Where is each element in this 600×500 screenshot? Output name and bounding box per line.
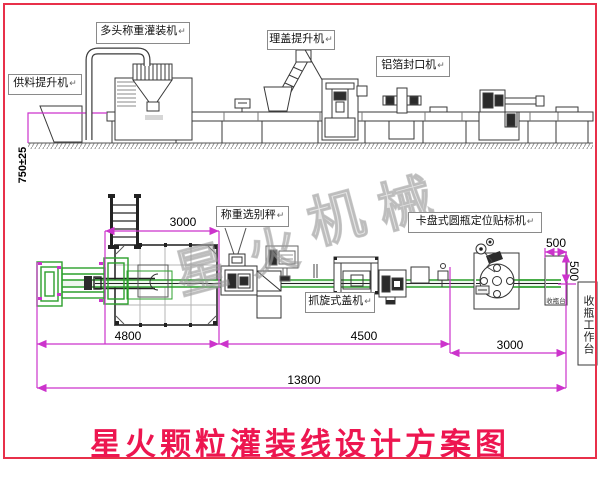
bottle-table-caption: 收瓶台: [546, 298, 566, 305]
labeler-plan: [473, 238, 562, 310]
label-foil-sealer: 铝箔封口机↵: [376, 56, 450, 77]
dim-table-width: 500: [545, 236, 567, 250]
cap-elevator-machine: [263, 49, 312, 113]
bottle-table-box: [544, 255, 568, 306]
label-multihead-filler: 多头称重灌装机↵: [96, 22, 190, 44]
feed-pipe: [85, 47, 151, 140]
filler-plan-inner-unit: [126, 264, 173, 300]
dim-right-span: 3000: [496, 338, 524, 352]
ladder: [108, 194, 141, 249]
labeling-machine-elevation: [478, 89, 545, 141]
belt-items: [429, 106, 579, 113]
height-ref-line: [27, 112, 107, 143]
dim-conveyor-height: 750±25: [17, 146, 29, 184]
sensor-unit: [437, 263, 449, 287]
label-capper: 抓旋式盖机↵: [305, 292, 375, 313]
return-mark: ↵: [178, 26, 186, 36]
dim-mid-span: 4500: [350, 329, 378, 343]
bottle-worktable-caption: 收瓶工作台: [582, 295, 594, 355]
belt-scale-elevation: [234, 98, 251, 112]
dim-left-span: 4800: [114, 329, 142, 343]
return-mark: ↵: [437, 60, 445, 70]
bottle-worktable-box: [577, 281, 598, 366]
capper-plan: [333, 256, 379, 295]
label-labeler: 卡盘式圆瓶定位贴标机↵: [408, 212, 542, 233]
coder-plan: [378, 269, 407, 305]
return-mark: ↵: [276, 210, 285, 220]
return-mark: ↵: [364, 296, 372, 306]
dim-table-depth: 500: [567, 260, 581, 282]
label-feed-elevator: 供料提升机↵: [8, 74, 82, 95]
return-mark: ↵: [325, 34, 333, 44]
checkweigher-plan: [220, 227, 282, 319]
ground: [28, 142, 593, 149]
reject-unit: [265, 245, 318, 282]
feed-elevator-plan: [36, 257, 129, 307]
dim-total-span: 13800: [287, 373, 321, 387]
feed-hopper: [39, 105, 83, 143]
dimension-lines: [36, 226, 576, 393]
filling-machine-elevation: [114, 63, 193, 141]
dim-filler-width: 3000: [169, 215, 197, 229]
control-box: [410, 266, 430, 284]
label-cap-elevator: 理盖提升机↵: [267, 30, 335, 50]
label-checkweigher: 称重选别秤↵: [216, 206, 289, 227]
page-title: 星火颗粒灌装线设计方案图: [90, 427, 510, 462]
return-mark: ↵: [69, 78, 77, 88]
return-mark: ↵: [526, 216, 535, 226]
foil-sealing-machine: [382, 87, 422, 140]
capping-press-machine: [321, 78, 368, 141]
